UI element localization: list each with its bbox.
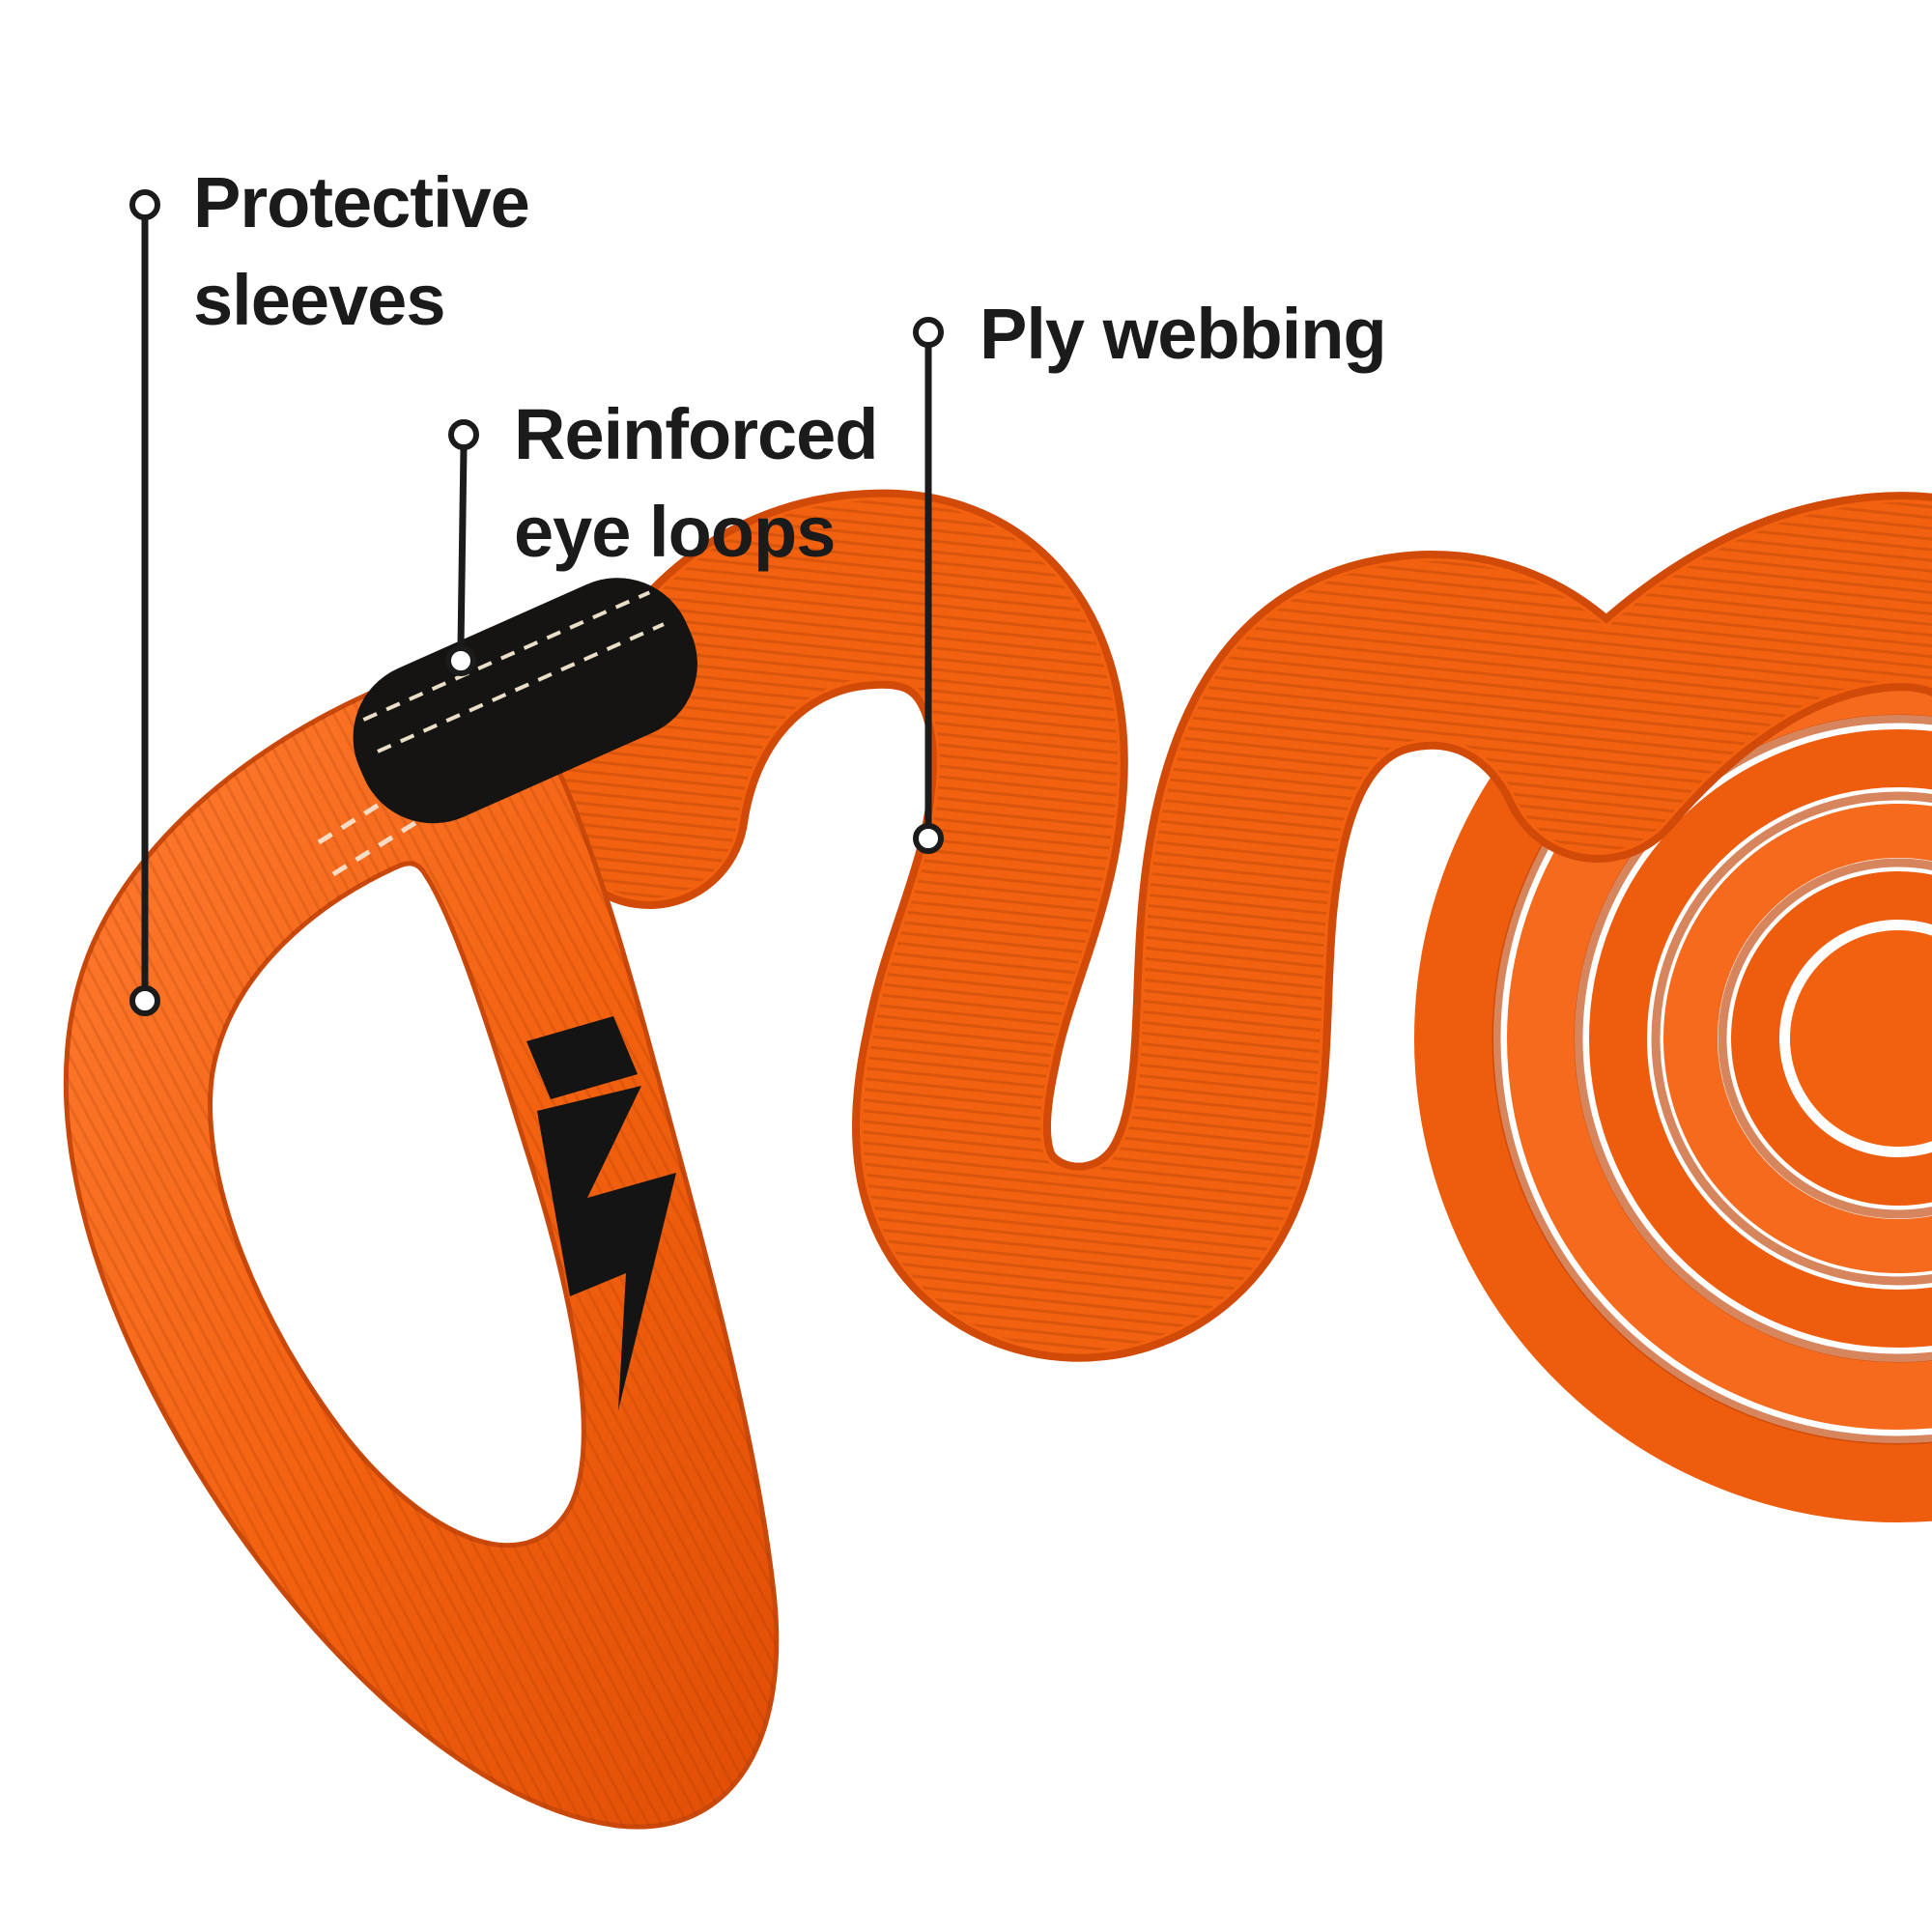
annotations-overlay	[129, 189, 944, 1016]
annotation-label-protective-sleeves: Protective sleeves	[193, 155, 530, 349]
marker-top-protective-sleeves	[129, 189, 160, 220]
annotation-label-ply-webbing: Ply webbing	[980, 286, 1387, 384]
marker-target-ply-webbing	[913, 823, 944, 854]
marker-target-protective-sleeves	[129, 985, 160, 1016]
annotation-label-line: Reinforced	[514, 394, 879, 474]
sleeve-stitching	[362, 590, 651, 722]
annotation-label-line: eye loops	[514, 491, 836, 572]
protective-sleeve-body	[353, 578, 697, 824]
strap-eye-loop	[63, 661, 780, 1830]
brand-logo	[526, 1016, 676, 1410]
marker-top-ply-webbing	[913, 317, 944, 348]
annotation-label-line: Protective	[193, 162, 530, 242]
annotation-label-line: sleeves	[193, 259, 445, 340]
marker-top-reinforced-eye-loops	[448, 419, 479, 450]
marker-target-reinforced-eye-loops	[445, 645, 476, 676]
annotation-label-line: Ply webbing	[980, 294, 1387, 374]
protective-sleeve	[353, 578, 697, 824]
strap-s-curve	[550, 489, 1932, 1362]
annotation-label-reinforced-eye-loops: Reinforced eye loops	[514, 386, 879, 581]
sleeve-stitching	[377, 622, 665, 753]
leader-line-reinforced-eye-loops	[457, 447, 468, 648]
